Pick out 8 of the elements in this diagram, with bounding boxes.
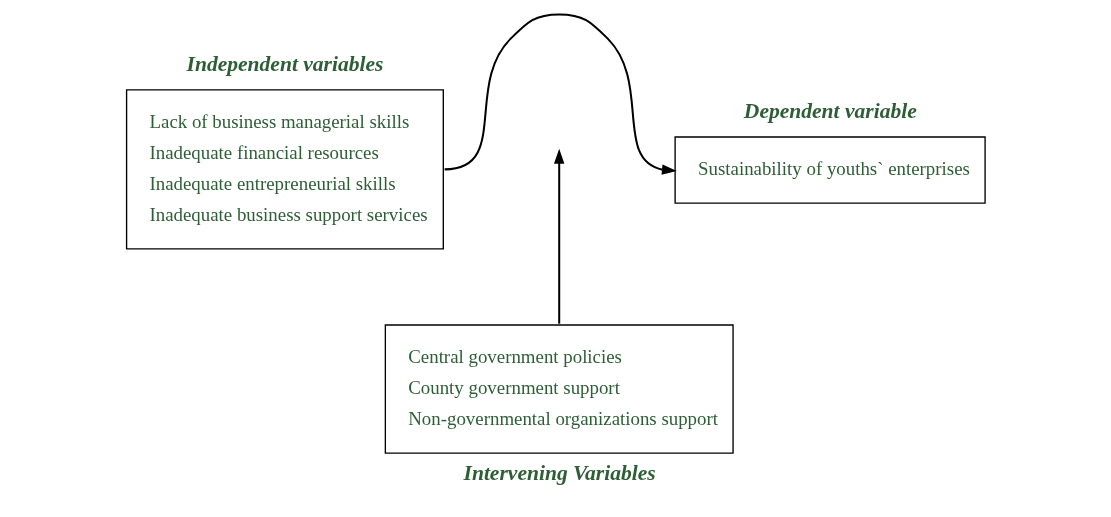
arrow	[444, 12, 677, 175]
node-box: Central government policies County government support Non-governmental organizations support	[384, 323, 734, 454]
node-label: Independent variables	[186, 51, 384, 76]
node-box: Sustainability of youths` enterprises	[674, 135, 986, 204]
node-label: Dependent variable	[743, 98, 917, 123]
node-box: Lack of business managerial skills Inadequate financial resources Inadequate entrepreneurial skills Inadequate business support services	[125, 88, 444, 250]
arrow	[554, 148, 565, 324]
node-label: Intervening Variables	[463, 460, 656, 485]
